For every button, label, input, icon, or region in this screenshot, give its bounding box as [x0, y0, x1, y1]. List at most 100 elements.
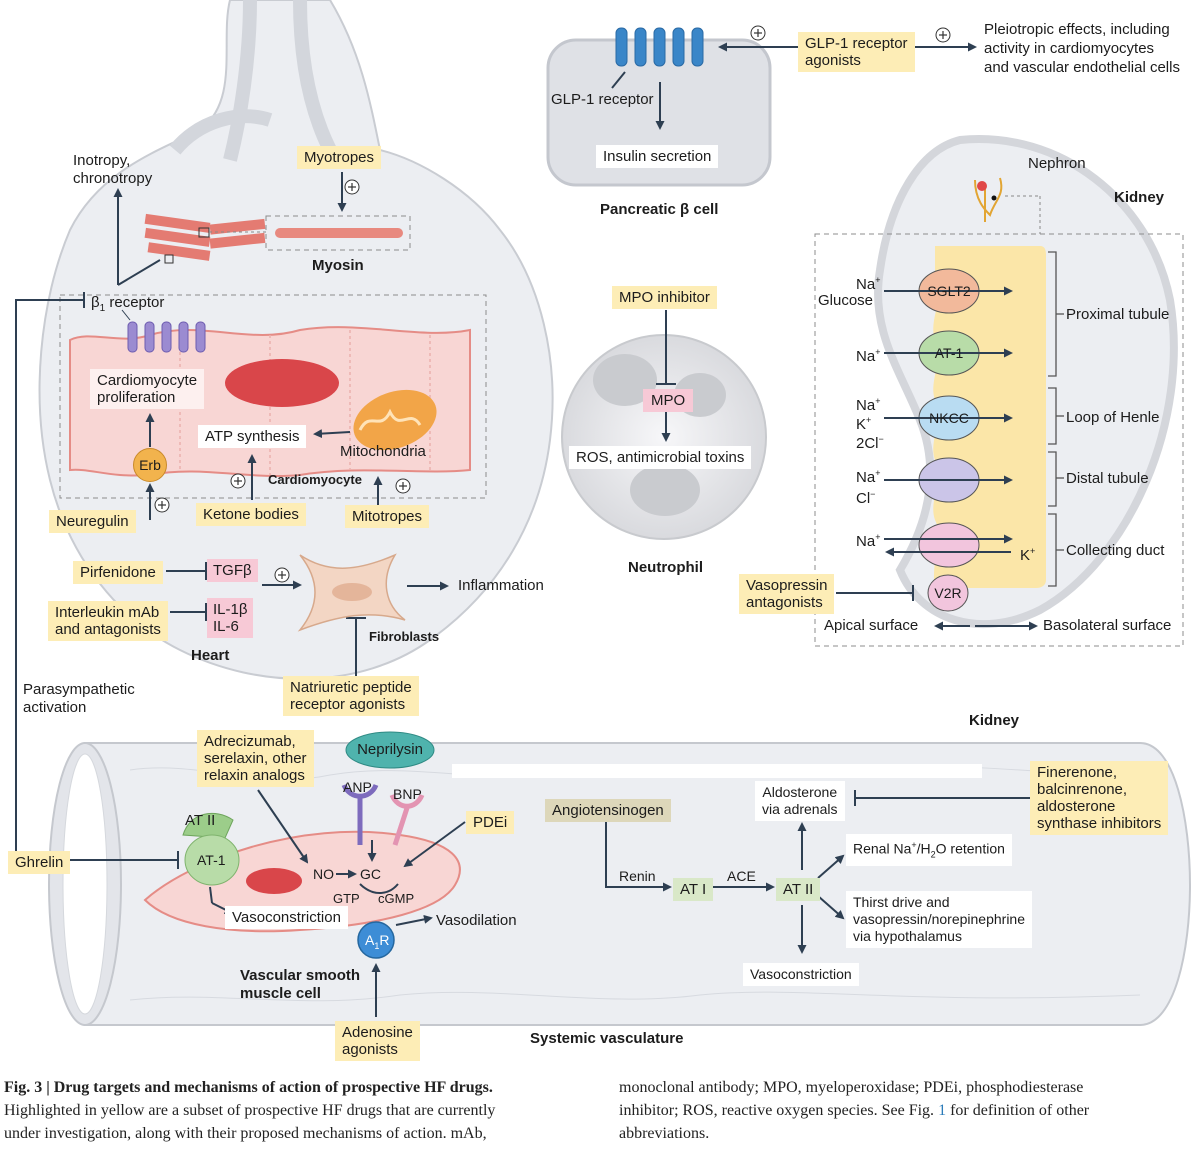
- finerenone-line3: aldosterone: [1037, 798, 1116, 815]
- apical-surface-label: Apical surface: [824, 617, 919, 634]
- aldosterone-line2: via adrenals: [762, 801, 838, 817]
- caption-heading: Fig. 3 | Drug targets and mechanisms of …: [4, 1079, 493, 1096]
- ros-label: ROS, antimicrobial toxins: [569, 446, 752, 469]
- neutrophil-title: Neutrophil: [628, 559, 703, 576]
- myotropes-drug: Myotropes: [297, 146, 382, 169]
- nephron-label: Nephron: [1028, 155, 1086, 172]
- distal-tubule-label: Distal tubule: [1066, 470, 1149, 487]
- kidney-title: Kidney: [1114, 189, 1165, 206]
- caption-right-line2a: inhibitor; ROS, reactive oxygen species.…: [619, 1102, 939, 1119]
- pirfenidone-drug: Pirfenidone: [73, 561, 163, 584]
- smooth-line1: Vascular smooth: [240, 967, 361, 984]
- proliferation-line2: proliferation: [97, 389, 176, 406]
- beta1-receptor-label: β1 receptor: [91, 294, 164, 317]
- renal-h: /H: [916, 840, 931, 857]
- mitotropes-drug: Mitotropes: [345, 505, 430, 528]
- mpo-target: MPO: [643, 389, 694, 412]
- vasoconstriction-vessel-label: Vasoconstriction: [225, 906, 348, 929]
- anp-label: ANP: [343, 779, 372, 795]
- nkcc-ions: Na+K+2Cl−: [856, 396, 884, 452]
- a1r-letter: A: [365, 932, 375, 948]
- myosin-filament: [275, 228, 403, 238]
- nucleus: [225, 359, 339, 407]
- cardiomyocyte-inset-frame: [59, 294, 487, 499]
- basolateral-surface-label: Basolateral surface: [1043, 617, 1172, 634]
- natriuretic-line1: Natriuretic peptide: [290, 679, 412, 696]
- at2-ligand: [182, 812, 234, 839]
- adenosine-line2: agonists: [342, 1041, 398, 1058]
- finerenone-line2: balcinrenone,: [1037, 781, 1128, 798]
- parasympathetic-line1: Parasympathetic: [23, 681, 135, 698]
- myosin-inset-frame: [265, 215, 411, 251]
- na-ion-2: Na: [856, 348, 876, 365]
- glp1-receptor-label: GLP-1 receptor: [551, 91, 654, 108]
- neuregulin-drug: Neuregulin: [49, 510, 136, 533]
- adenosine-line1: Adenosine: [342, 1024, 413, 1041]
- proliferation-line1: Cardiomyocyte: [97, 372, 198, 389]
- erb-receptor: Erb: [133, 448, 167, 482]
- pdei-drug: PDEi: [466, 811, 515, 834]
- nkcc-label: NKCC: [929, 410, 969, 426]
- sglt2-ions: Na+Glucose: [818, 275, 881, 309]
- cgmp-label: cGMP: [378, 891, 415, 906]
- finerenone-line4: synthase inhibitors: [1037, 815, 1162, 832]
- glucose-ion: Glucose: [818, 292, 874, 309]
- interleukin-line1: Interleukin mAb: [55, 604, 160, 621]
- na-ion-4: Na: [856, 469, 876, 486]
- at1-vessel-label: AT-1: [197, 852, 226, 868]
- na-ion-3: Na: [856, 397, 876, 414]
- caption-right-line3: abbreviations.: [619, 1125, 710, 1142]
- na-ion-5: Na: [856, 533, 876, 550]
- sglt2-label: SGLT2: [927, 283, 971, 299]
- inflammation-label: Inflammation: [458, 577, 544, 594]
- heart-vessels: [169, 0, 337, 162]
- glp1-agonist-line1: GLP-1 receptor: [805, 35, 908, 52]
- nephron-drawing: [974, 177, 1003, 222]
- il1b-label: IL-1β: [213, 601, 248, 618]
- at1-kidney-label: AT-1: [934, 345, 964, 361]
- ace-label: ACE: [727, 868, 756, 884]
- glp1-receptor-protein: [615, 27, 704, 67]
- mpo-inhibitor-drug: MPO inhibitor: [612, 286, 717, 309]
- thirst-line3: via hypothalamus: [853, 928, 962, 944]
- caption-left-line1: Highlighted in yellow are a subset of pr…: [4, 1102, 496, 1119]
- renin-label: Renin: [619, 868, 656, 884]
- a1r-suffix: R: [379, 932, 390, 948]
- finerenone-line1: Finerenone,: [1037, 764, 1118, 781]
- myocyte-strips: [144, 213, 266, 261]
- vasoconstriction-raas-label: Vasoconstriction: [743, 963, 859, 986]
- inotropy-line1: Inotropy,: [73, 152, 131, 169]
- ketone-bodies-drug: Ketone bodies: [196, 503, 306, 526]
- at-ii-label: AT II: [776, 878, 821, 901]
- bnp-receptor: [389, 793, 425, 846]
- cl-ion: 2Cl: [856, 435, 879, 452]
- tgfb-target: TGFβ: [207, 559, 258, 582]
- loop-of-henle-label: Loop of Henle: [1066, 409, 1160, 426]
- collecting-duct-label: Collecting duct: [1066, 542, 1165, 559]
- parasympathetic-line2: activation: [23, 699, 87, 716]
- vasopressin-line2: antagonists: [746, 594, 823, 611]
- cl-ion-2: Cl: [856, 490, 871, 507]
- glp1-agonist-line2: agonists: [805, 52, 861, 69]
- pleiotropic-line3: and vascular endothelial cells: [984, 59, 1180, 76]
- caption-left: Fig. 3 | Drug targets and mechanisms of …: [4, 1076, 584, 1145]
- na-ion: Na: [856, 276, 876, 293]
- caption-fig-ref[interactable]: 1: [938, 1102, 947, 1119]
- beta-symbol: β: [91, 294, 100, 311]
- pancreatic-cell-title: Pancreatic β cell: [600, 201, 719, 218]
- renal-na: Renal Na: [853, 840, 912, 857]
- beta-receptor-word: receptor: [105, 294, 165, 311]
- inotropy-line2: chronotropy: [73, 170, 153, 187]
- beta1-receptor-protein: [127, 321, 206, 353]
